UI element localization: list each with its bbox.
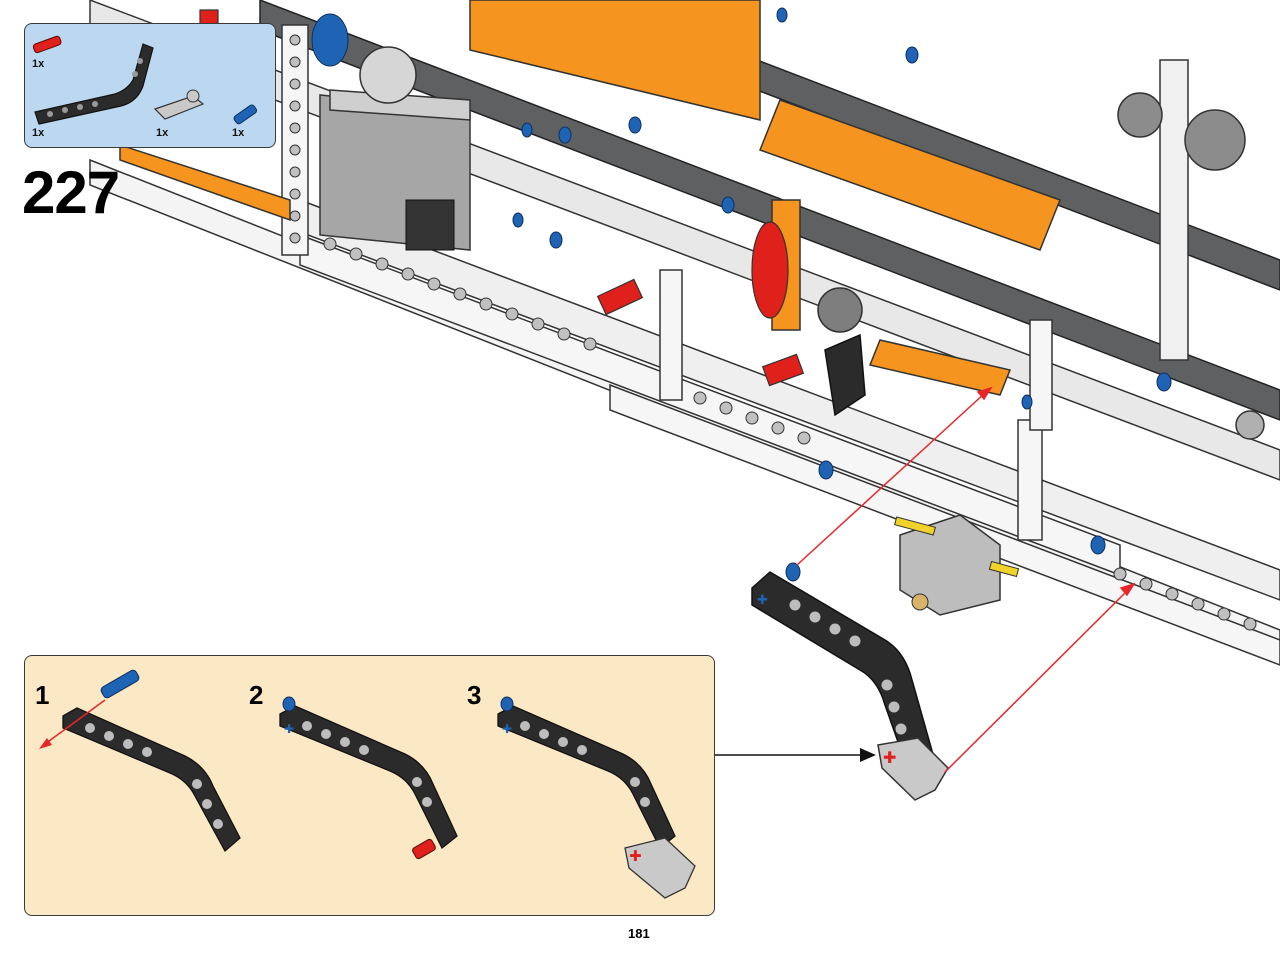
- subassembly-box: 1 2 3 ✚ ✚: [24, 655, 715, 916]
- assembled-beam-part: ✚ ✚: [751, 562, 949, 801]
- blue-pins: [311, 7, 1172, 555]
- svg-text:✚: ✚: [629, 847, 642, 865]
- blue-axle-pin-icon: [233, 104, 258, 125]
- svg-text:✚: ✚: [284, 722, 294, 736]
- assembly-arrows: [796, 386, 1136, 773]
- substep-3-illustration: ✚ ✚: [497, 696, 696, 899]
- step-number: 227: [22, 159, 120, 226]
- page-number: 181: [628, 926, 650, 941]
- gray-gears: [817, 92, 1265, 440]
- substep-3-number: 3: [467, 680, 482, 710]
- gray-steering-arm-icon: [153, 89, 205, 120]
- substep-1-number: 1: [35, 680, 50, 710]
- callout-arrow: [713, 748, 876, 762]
- qty-blue-axle-pin: 1x: [232, 127, 245, 139]
- substep-2-illustration: ✚: [279, 696, 458, 860]
- red-gears: [199, 9, 805, 387]
- red-axle-pin-icon: [32, 35, 62, 54]
- qty-gray-steering-arm: 1x: [156, 127, 169, 139]
- substep-2-number: 2: [249, 680, 264, 710]
- qty-black-angled-beam: 1x: [32, 127, 45, 139]
- beam-holes: [289, 34, 1257, 631]
- qty-red-axle-pin: 1x: [32, 58, 45, 70]
- black-liftarm-model: [824, 333, 866, 417]
- svg-text:✚: ✚: [883, 748, 896, 767]
- black-angled-beam-icon: [34, 43, 154, 125]
- substep-1-illustration: [39, 669, 241, 853]
- svg-text:✚: ✚: [757, 593, 768, 608]
- parts-list-box: 1x 1x 1x 1x: [24, 23, 276, 148]
- motor-block: [319, 46, 471, 251]
- parts-list-art: [32, 35, 258, 125]
- yellow-axle-bracket: [894, 514, 1020, 616]
- svg-text:✚: ✚: [502, 722, 512, 736]
- subassembly-art: ✚ ✚ ✚: [39, 669, 696, 899]
